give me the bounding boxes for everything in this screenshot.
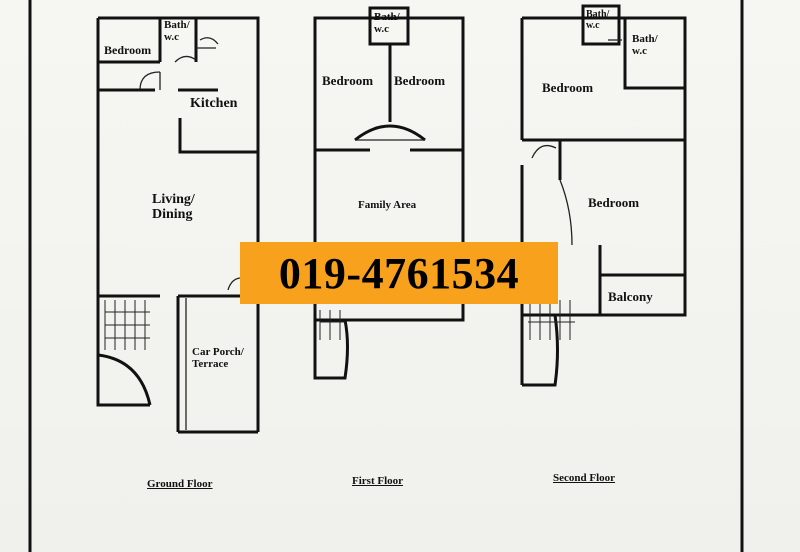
gf-kitchen-label: Kitchen [190,96,238,111]
first-floor-title: First Floor [352,475,404,487]
gf-bath-label: Bath/ w.c [164,19,190,43]
gf-bedroom-label: Bedroom [104,43,152,57]
ff-bedroom-left-label: Bedroom [322,73,374,88]
second-floor-plan [520,4,687,387]
sf-bedroom-main-label: Bedroom [588,195,640,210]
gf-car-porch-label: Car Porch/ Terrace [192,346,244,370]
ff-family-area-label: Family Area [358,199,417,211]
first-floor-plan [313,6,465,380]
sf-bedroom-top-label: Bedroom [542,80,594,95]
gf-outer-wall-left [96,18,150,407]
sf-bath-left-label: Bath/ w.c [586,9,610,31]
gf-living-dining-label: Living/ Dining [152,192,195,222]
ground-floor-title: Ground Floor [147,478,213,490]
phone-number-banner: 019-4761534 [240,242,558,304]
second-floor-title: Second Floor [553,472,616,484]
phone-number-text: 019-4761534 [278,248,520,298]
gf-stair-curve [97,353,152,406]
ground-floor-plan [96,16,260,434]
ff-bedroom-right-label: Bedroom [394,73,446,88]
sf-balcony-label: Balcony [608,289,653,304]
sf-bath-right-label: Bath/ w.c [632,33,658,57]
ff-bath-label: Bath/ w.c [374,11,400,35]
